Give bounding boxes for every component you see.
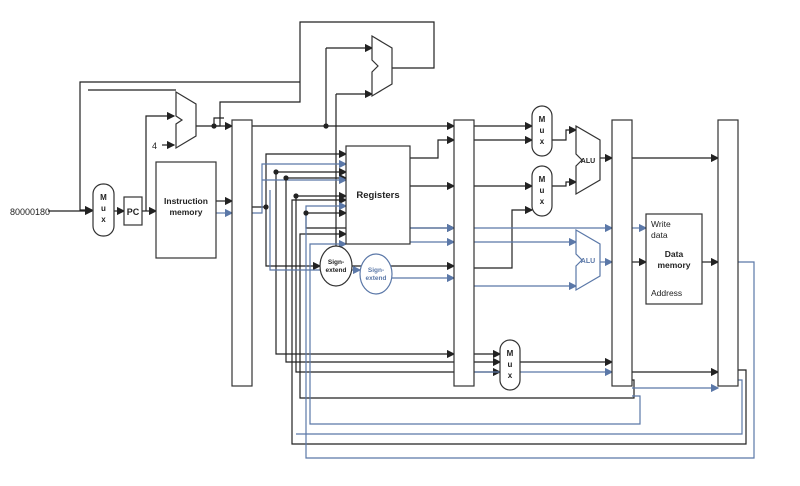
svg-text:u: u xyxy=(101,204,106,213)
instruction-memory: Instruction memory xyxy=(155,161,217,259)
svg-text:u: u xyxy=(508,360,513,369)
svg-text:x: x xyxy=(540,197,545,206)
svg-text:memory: memory xyxy=(169,207,202,217)
pc-label: PC xyxy=(127,207,140,217)
svg-text:data: data xyxy=(651,230,668,240)
alu-source-mux-a: M u x xyxy=(531,105,553,157)
writeback-mux: M u x xyxy=(499,339,521,391)
pc-register: PC xyxy=(123,196,143,226)
alu-2: ALU xyxy=(575,228,601,292)
svg-text:extend: extend xyxy=(366,275,387,282)
svg-text:memory: memory xyxy=(657,260,690,270)
svg-text:M: M xyxy=(539,175,546,184)
svg-text:u: u xyxy=(540,186,545,195)
data-memory-title: Data xyxy=(665,249,684,259)
svg-text:x: x xyxy=(101,215,106,224)
mem-wb-pipeline-register xyxy=(717,119,739,387)
branch-adder xyxy=(371,34,393,98)
pc-adder xyxy=(175,90,197,150)
sign-extend-unit-2: Sign- extend xyxy=(359,253,393,295)
svg-text:ALU: ALU xyxy=(581,258,595,265)
svg-text:M: M xyxy=(100,193,107,202)
svg-text:u: u xyxy=(540,126,545,135)
svg-text:Instruction: Instruction xyxy=(164,196,208,206)
if-id-pipeline-register xyxy=(231,119,253,387)
blue-wires xyxy=(216,159,755,459)
pc-initial-value: 80000180 xyxy=(10,207,50,217)
write-data-label: Write xyxy=(651,219,671,229)
svg-text:Sign-: Sign- xyxy=(328,259,344,266)
sign-extend-unit: Sign- extend xyxy=(319,245,353,287)
alu: ALU xyxy=(575,124,601,196)
id-ex-pipeline-register xyxy=(453,119,475,387)
address-label: Address xyxy=(651,288,682,298)
svg-text:extend: extend xyxy=(326,267,347,274)
svg-text:x: x xyxy=(540,137,545,146)
register-file: Registers xyxy=(345,145,411,245)
pc-mux: M u x xyxy=(92,183,115,237)
ex-mem-pipeline-register xyxy=(611,119,633,387)
svg-text:x: x xyxy=(508,371,513,380)
alu-source-mux-b: M u x xyxy=(531,165,553,217)
constant-four: 4 xyxy=(152,141,157,151)
svg-text:Sign-: Sign- xyxy=(368,267,384,274)
svg-text:M: M xyxy=(539,115,546,124)
junction-dots xyxy=(211,123,329,216)
svg-text:ALU: ALU xyxy=(581,158,595,165)
svg-text:M: M xyxy=(507,349,514,358)
data-memory: Write data Data memory Address xyxy=(645,213,703,305)
registers-label: Registers xyxy=(356,190,399,201)
